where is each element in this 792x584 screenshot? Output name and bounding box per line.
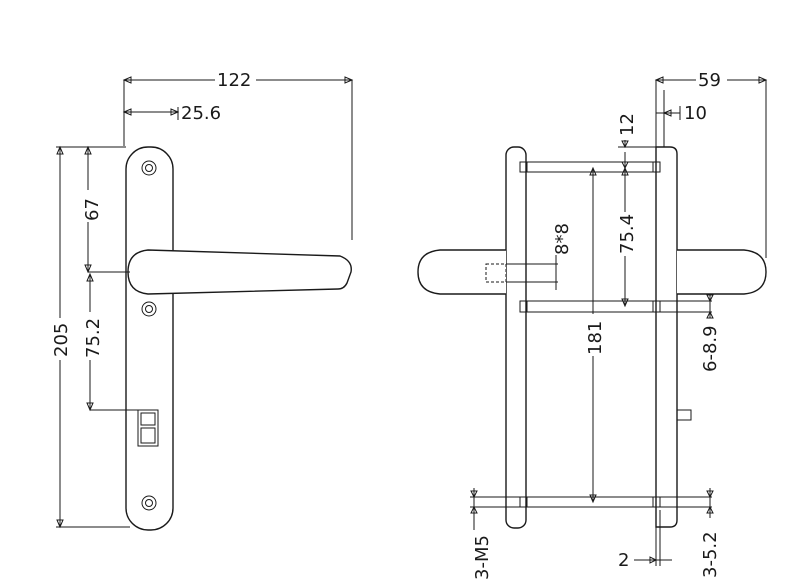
dim-screw-dia-label: 3-5.2 bbox=[700, 531, 721, 578]
side-spindle-label: 8*8 bbox=[552, 223, 573, 255]
dim-plate-thickness: 10 bbox=[656, 90, 707, 147]
side-privacy-stub bbox=[676, 409, 692, 421]
front-screw-hole-middle bbox=[141, 301, 157, 317]
front-privacy-turn bbox=[137, 409, 159, 447]
dim-screw-dia: 3-5.2 bbox=[700, 488, 721, 578]
dim-handle-offset: 25.6 bbox=[122, 103, 221, 124]
dim-handle-to-lock: 75.2 bbox=[83, 272, 140, 412]
dim-screw-spacing-upper: 75.4 bbox=[617, 166, 638, 308]
dim-spindle-range: 6-8.9 bbox=[700, 294, 721, 372]
dim-side-depth-label: 59 bbox=[698, 70, 721, 91]
dim-plate-thickness-label: 10 bbox=[684, 103, 707, 124]
dim-width-total-label: 122 bbox=[217, 70, 251, 91]
dim-screw-spacing-upper-label: 75.4 bbox=[617, 214, 638, 254]
dim-spindle-range-label: 6-8.9 bbox=[700, 325, 721, 372]
dim-screws-label: 3-M5 bbox=[472, 535, 493, 580]
dim-top-offset: 12 bbox=[617, 113, 660, 170]
dim-screws: 3-M5 bbox=[470, 488, 493, 580]
side-right-lever bbox=[677, 249, 767, 295]
dim-hole-to-handle: 67 bbox=[82, 145, 130, 274]
dim-plate-gap: 2 bbox=[618, 510, 672, 571]
dim-height-total: 205 bbox=[51, 145, 130, 529]
side-screw-middle bbox=[519, 300, 712, 313]
front-screw-hole-bottom bbox=[141, 495, 157, 511]
dim-screw-spacing-total: 181 bbox=[585, 166, 606, 504]
front-backplate bbox=[125, 146, 174, 531]
front-screw-hole-top bbox=[141, 160, 157, 176]
dim-height-total-label: 205 bbox=[51, 323, 72, 357]
dim-handle-to-lock-label: 75.2 bbox=[83, 318, 104, 358]
dim-handle-offset-label: 25.6 bbox=[181, 103, 221, 124]
dim-hole-to-handle-label: 67 bbox=[82, 198, 103, 221]
dim-side-depth: 59 bbox=[654, 70, 768, 258]
side-left-lever bbox=[417, 249, 506, 295]
side-screw-top bbox=[519, 161, 661, 173]
side-right-plate bbox=[655, 146, 678, 528]
side-view: 8*8 59 bbox=[417, 70, 768, 580]
side-left-plate bbox=[505, 146, 527, 529]
dim-plate-gap-label: 2 bbox=[618, 550, 629, 571]
dim-width-total: 122 bbox=[122, 70, 354, 240]
front-lever-handle bbox=[127, 249, 352, 295]
side-spindle: 8*8 bbox=[485, 223, 573, 290]
dim-top-offset-label: 12 bbox=[617, 113, 638, 136]
dim-screw-spacing-total-label: 181 bbox=[585, 321, 606, 355]
front-view: 122 25.6 205 67 bbox=[51, 70, 354, 531]
